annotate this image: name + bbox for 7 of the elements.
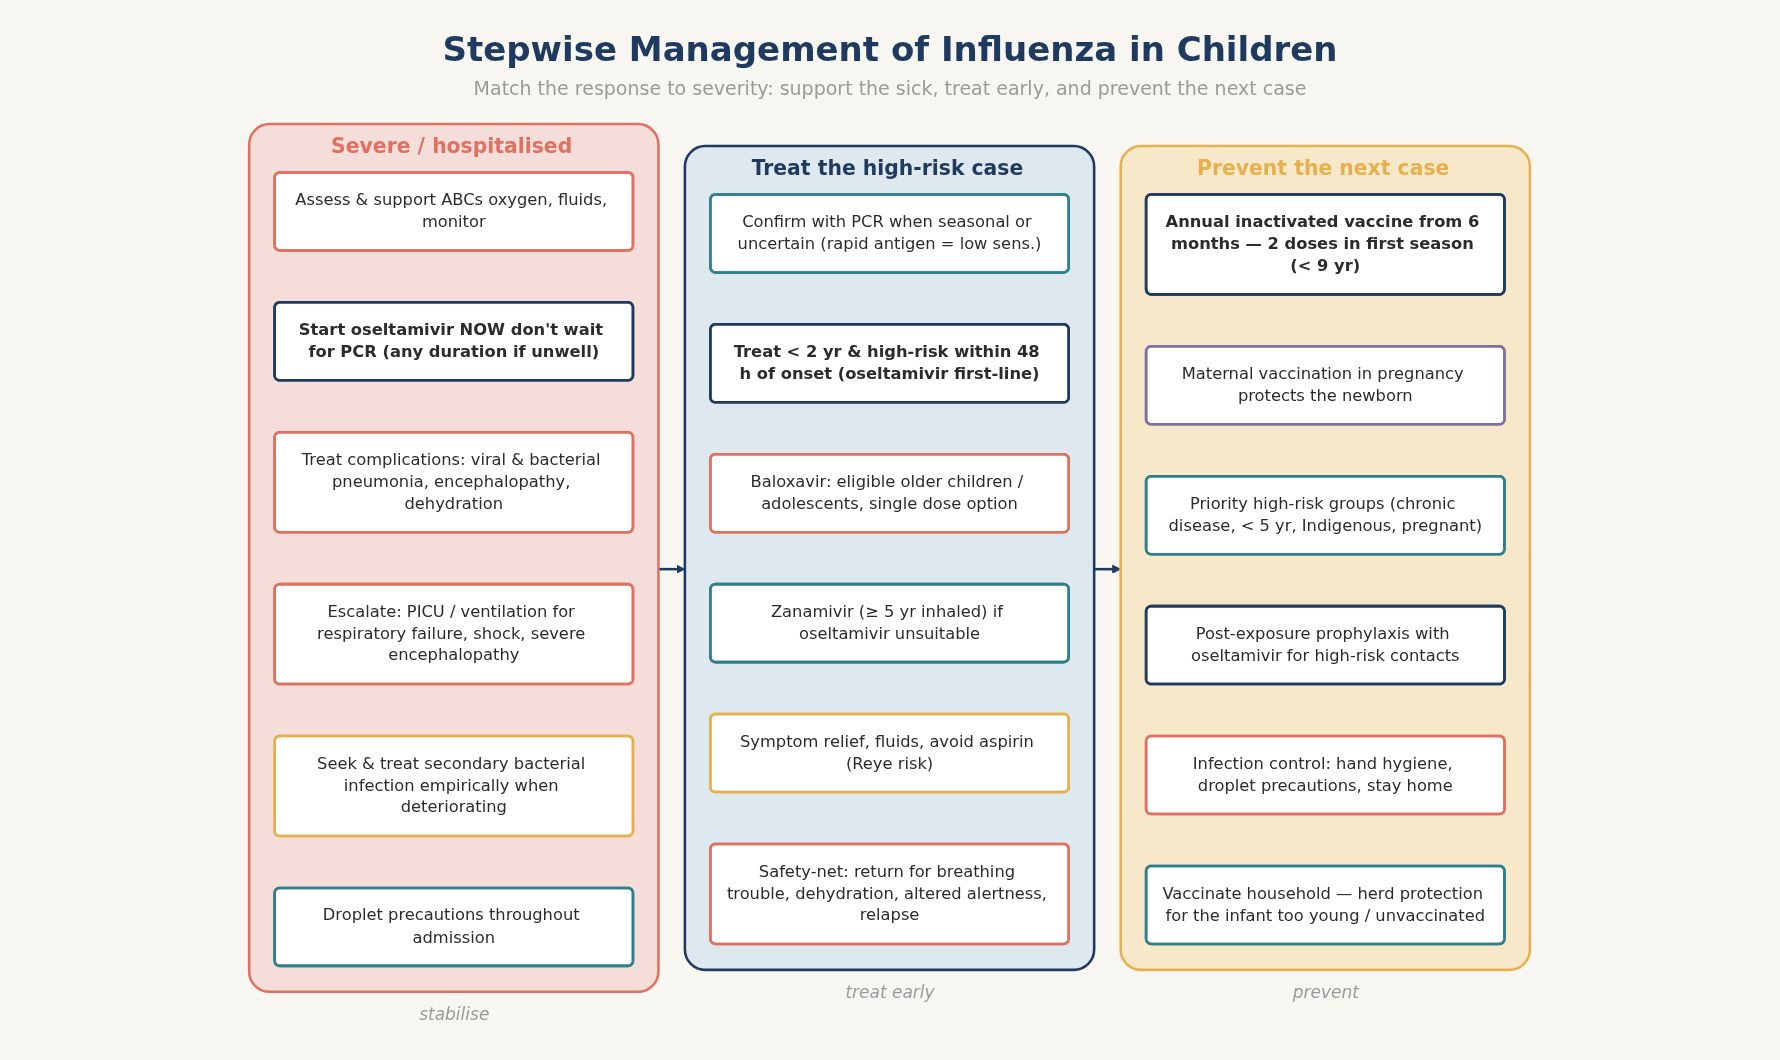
column-caption: treat early xyxy=(845,981,935,1002)
diagram-title: Stepwise Management of Influenza in Children xyxy=(442,28,1338,70)
arrow xyxy=(1094,564,1122,574)
arrow xyxy=(658,564,686,574)
column-caption: stabilise xyxy=(419,1003,490,1024)
column-caption: prevent xyxy=(1292,981,1359,1002)
subtitle-text: Match the response to severity: support the sick, treat early, and prevent the next case xyxy=(473,76,1307,101)
